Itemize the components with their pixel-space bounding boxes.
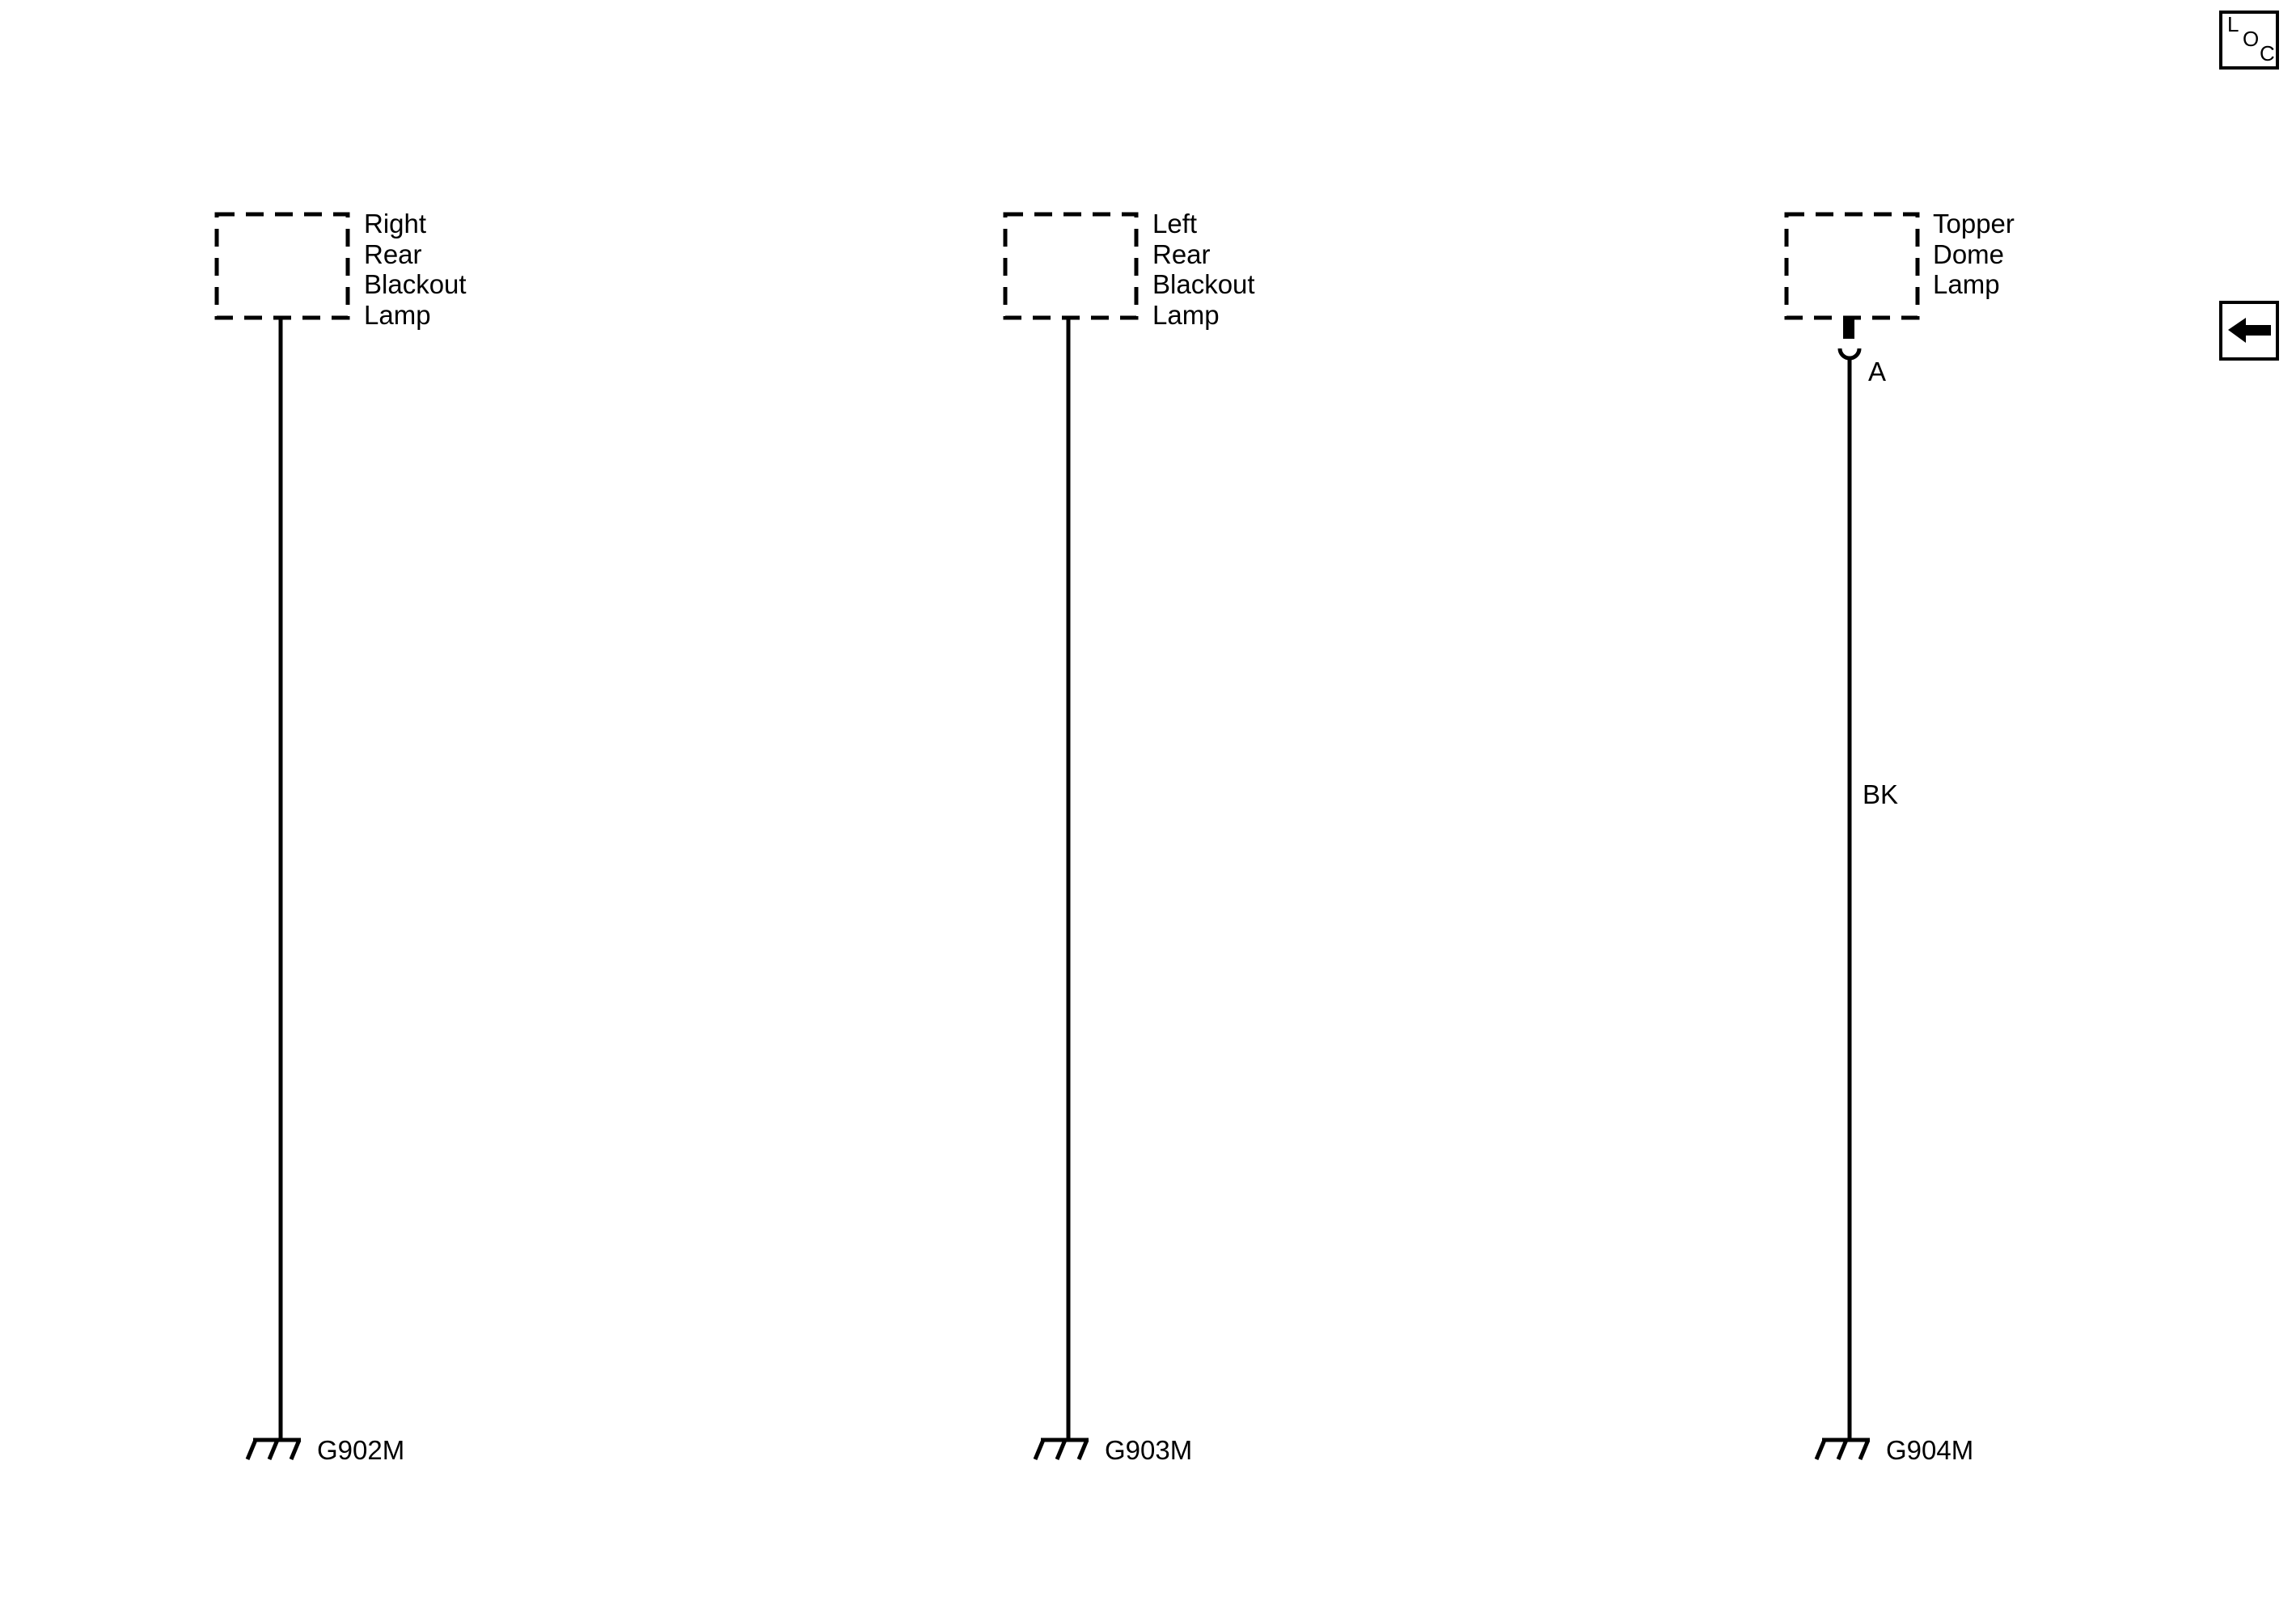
component-outline — [214, 212, 350, 320]
back-arrow-icon — [2228, 318, 2271, 343]
ground-symbol-g902m — [245, 1438, 302, 1460]
component-topper-dome-lamp[interactable] — [1784, 212, 1920, 320]
location-icon[interactable]: L O C — [2219, 11, 2279, 70]
wire-color-label: BK — [1863, 779, 1899, 809]
connector-terminal — [1843, 318, 1854, 339]
back-arrow-button[interactable] — [2219, 301, 2279, 361]
ground-symbol-g904m — [1814, 1438, 1871, 1460]
label-line: Rear — [1152, 239, 1211, 269]
ground-label-g903m: G903M — [1105, 1435, 1193, 1465]
loc-letter: L — [2227, 12, 2239, 36]
component-left-rear-blackout-lamp[interactable] — [1003, 212, 1139, 320]
label-line: Rear — [364, 239, 422, 269]
loc-letter: C — [2260, 41, 2275, 65]
label-line: Lamp — [1933, 269, 2000, 299]
label-line: Dome — [1933, 239, 2005, 269]
component-outline — [1003, 212, 1139, 320]
ground-label-g904m: G904M — [1886, 1435, 1974, 1465]
label-line: Right — [364, 209, 427, 239]
ground-label-g902m: G902M — [317, 1435, 405, 1465]
component-right-rear-blackout-lamp[interactable] — [214, 212, 350, 320]
label-right-rear-blackout-lamp: Right Rear Blackout Lamp — [364, 209, 467, 330]
label-line: Lamp — [364, 299, 431, 330]
label-line: Left — [1152, 209, 1198, 239]
label-line: Topper — [1933, 209, 2015, 239]
component-outline — [1784, 212, 1920, 320]
ground-symbol-g903m — [1033, 1438, 1089, 1460]
loc-letter: O — [2243, 27, 2260, 51]
label-line: Lamp — [1152, 299, 1220, 330]
label-topper-dome-lamp: Topper Dome Lamp — [1933, 209, 2015, 300]
connector-socket-icon — [1837, 348, 1862, 361]
label-left-rear-blackout-lamp: Left Rear Blackout Lamp — [1152, 209, 1255, 330]
label-line: Blackout — [364, 269, 467, 299]
label-line: Blackout — [1152, 269, 1255, 299]
connector-pin-label: A — [1868, 357, 1887, 386]
